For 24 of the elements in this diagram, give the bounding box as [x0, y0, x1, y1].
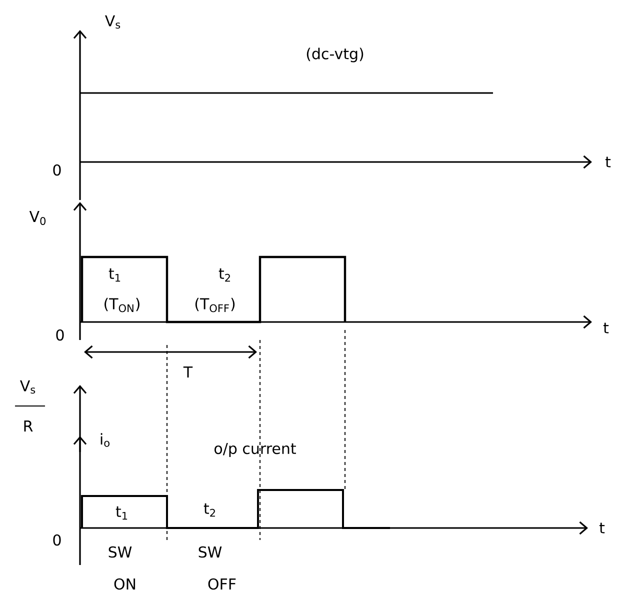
- state-label: SW: [198, 546, 222, 558]
- interval-label: t$_{2}$: [218, 268, 230, 282]
- axis-label: V$_{s}$: [20, 380, 36, 394]
- axis-label: t: [599, 522, 605, 534]
- dimension-label: T: [183, 366, 193, 378]
- interval-label: t$_{1}$: [116, 506, 128, 520]
- axis-label: i$_{o}$: [100, 433, 110, 447]
- interval-label: t$_{1}$: [108, 268, 120, 282]
- axis-label: 0: [53, 164, 61, 176]
- state-label: OFF: [208, 578, 236, 590]
- state-label: SW: [108, 546, 132, 558]
- axis-label: t: [605, 156, 611, 168]
- interval-label: (T$_{ON}$): [104, 298, 140, 312]
- axis-label: V$_{s}$: [105, 15, 120, 29]
- axis-label: R: [24, 420, 33, 432]
- axis-label: 0: [56, 329, 64, 341]
- state-label: ON: [114, 578, 136, 590]
- waveform-label: (dc-vtg): [306, 48, 364, 62]
- waveform-label: o/p current: [214, 442, 296, 458]
- axis-label: V$_{0}$: [29, 211, 46, 225]
- axis-label: t: [603, 322, 609, 334]
- axis-label: 0: [53, 534, 61, 546]
- interval-label: (T$_{OFF}$): [195, 298, 235, 312]
- interval-label: t$_{2}$: [204, 503, 215, 517]
